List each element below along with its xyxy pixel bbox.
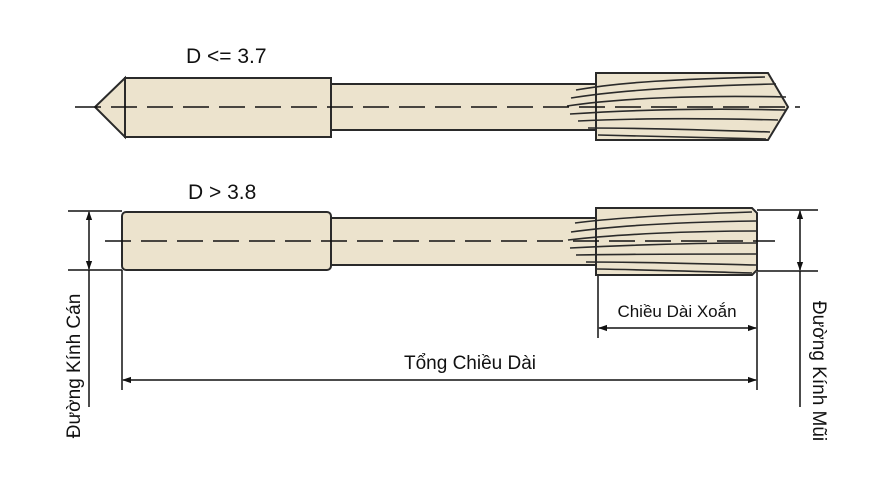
- bottom-flute-lines: [567, 211, 757, 274]
- shank-diameter-label: Đường Kính Cán: [64, 294, 85, 439]
- top-flute-lines: [566, 76, 787, 140]
- dimension-lines: [68, 209, 818, 407]
- overall-length-label: Tổng Chiều Dài: [404, 353, 536, 374]
- top-tool-label: D <= 3.7: [186, 45, 267, 68]
- bottom-tool-label: D > 3.8: [188, 181, 256, 204]
- tip-diameter-label: Đường Kính Mũi: [808, 301, 829, 441]
- flute-length-label: Chiều Dài Xoắn: [617, 302, 736, 321]
